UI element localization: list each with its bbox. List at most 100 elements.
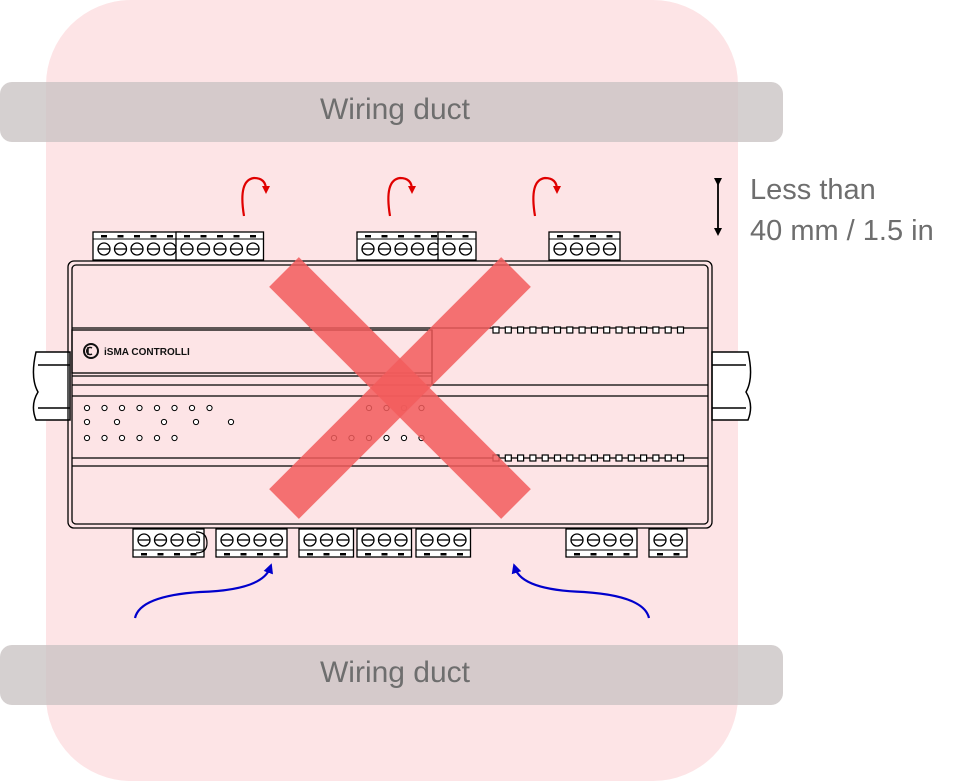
screw-terminal: [603, 533, 617, 547]
led-indicator: [400, 434, 408, 442]
screw-terminal: [269, 533, 284, 547]
screw-terminal: [586, 533, 601, 547]
screw-terminal: [213, 242, 227, 256]
led-indicator: [83, 418, 91, 426]
screw-terminal: [246, 242, 260, 256]
bottom-terminal-blocks: [132, 528, 688, 558]
led-indicator: [171, 404, 178, 412]
screw-terminal: [458, 242, 473, 256]
wire-arrow-up-2: [387, 176, 416, 217]
screw-terminal: [196, 242, 211, 256]
screw-terminal: [377, 533, 392, 547]
wire-arrow-up-3: [532, 176, 561, 217]
led-indicator: [153, 404, 161, 412]
screw-terminal: [669, 533, 684, 547]
pin-rows: [492, 326, 685, 462]
bottom-clip: [195, 531, 208, 554]
screw-terminal: [420, 533, 434, 547]
led-indicator: [171, 434, 178, 442]
led-indicator: [101, 434, 108, 442]
top-terminal-block-5: [548, 231, 621, 261]
wire-arrows-up: [241, 176, 561, 217]
screw-terminal: [170, 533, 184, 547]
cross-icon: [269, 257, 531, 519]
bottom-terminal-block-5: [415, 528, 472, 558]
screw-terminal: [336, 533, 350, 547]
wiring-duct-top-label: Wiring duct: [320, 93, 471, 126]
screw-terminal: [236, 533, 251, 547]
screw-terminal: [442, 242, 456, 256]
screw-terminal: [653, 533, 667, 547]
wiring-duct-bottom: [0, 645, 783, 705]
screw-terminal: [229, 242, 244, 256]
screw-terminal: [253, 533, 267, 547]
led-indicator: [227, 418, 235, 426]
led-indicator: [118, 434, 126, 442]
led-indicator: [206, 404, 213, 412]
screw-terminal: [570, 533, 584, 547]
din-rail-right: [711, 351, 752, 421]
screw-terminal: [586, 242, 600, 256]
screw-terminal: [163, 242, 177, 256]
led-indicator: [383, 434, 390, 442]
wire-arrow-bottom-right: [511, 563, 651, 619]
bottom-terminal-block-3: [298, 528, 355, 558]
brand-logo-icon: [83, 343, 99, 359]
led-indicator: [153, 434, 161, 442]
distance-label-line1: Less than: [750, 174, 876, 206]
screw-terminal: [319, 533, 334, 547]
brand-logo: iSMA CONTROLLI: [83, 343, 190, 359]
bottom-terminal-block-7: [648, 528, 688, 558]
screw-terminal: [113, 242, 128, 256]
top-terminal-blocks: [92, 231, 621, 261]
top-terminal-block-1: [92, 231, 182, 261]
brand-name: iSMA CONTROLLI: [104, 347, 190, 358]
screw-terminal: [180, 242, 194, 256]
led-indicator: [83, 404, 91, 412]
bottom-terminal-block-6: [565, 528, 638, 558]
screw-terminal: [153, 533, 168, 547]
screw-terminal: [146, 242, 161, 256]
screw-terminal: [377, 242, 392, 256]
screw-terminal: [186, 533, 201, 547]
screw-terminal: [130, 242, 144, 256]
bottom-terminal-block-2: [215, 528, 288, 558]
screw-terminal: [303, 533, 317, 547]
screw-terminal: [220, 533, 234, 547]
led-indicator: [136, 404, 143, 412]
wire-arrow-bottom-left: [133, 563, 273, 619]
screw-terminal: [361, 533, 375, 547]
led-indicator: [192, 418, 200, 426]
wire-arrow-up-1: [241, 176, 270, 217]
screw-terminal: [394, 242, 408, 256]
screw-terminal: [619, 533, 634, 547]
screw-terminal: [553, 242, 567, 256]
led-indicator: [188, 404, 196, 412]
led-indicator: [160, 418, 168, 426]
led-indicator: [101, 404, 108, 412]
screw-terminal: [394, 533, 408, 547]
led-indicator: [136, 434, 143, 442]
screw-terminal: [97, 242, 111, 256]
din-rail-left: [32, 351, 71, 421]
wire-arrows-bottom: [133, 563, 651, 619]
top-terminal-block-2: [175, 231, 265, 261]
screw-terminal: [137, 533, 151, 547]
top-terminal-block-3: [356, 231, 446, 261]
wiring-duct-bottom-label: Wiring duct: [320, 656, 471, 689]
screw-terminal: [436, 533, 451, 547]
screw-terminal: [410, 242, 425, 256]
led-indicator: [83, 434, 91, 442]
distance-label-line2: 40 mm / 1.5 in: [750, 215, 934, 247]
screw-terminal: [569, 242, 584, 256]
bottom-terminal-block-4: [356, 528, 413, 558]
screw-terminal: [361, 242, 375, 256]
wiring-duct-top: [0, 82, 783, 142]
pin-row-top: [492, 326, 685, 334]
screw-terminal: [453, 533, 467, 547]
bottom-terminal-block-1: [132, 528, 205, 558]
top-terminal-block-4: [437, 231, 477, 261]
screw-terminal: [602, 242, 617, 256]
led-indicator: [113, 418, 121, 426]
